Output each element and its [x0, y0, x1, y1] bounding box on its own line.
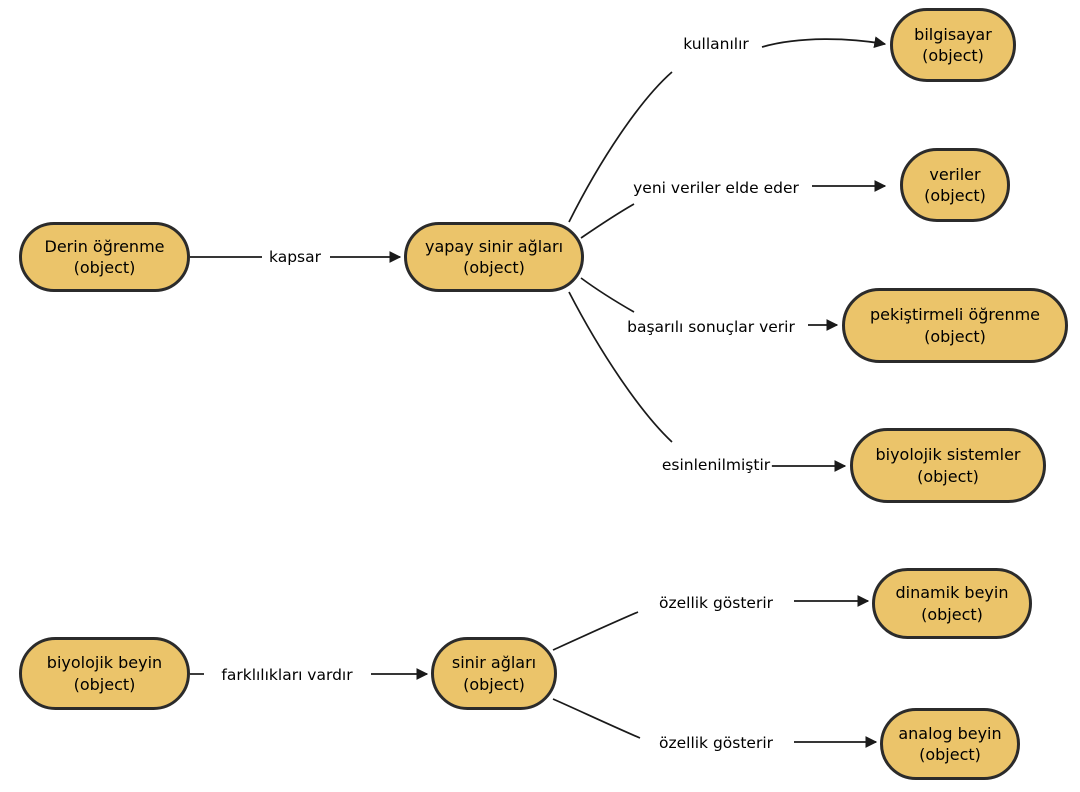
node-veriler[interactable]: veriler (object)	[900, 148, 1010, 222]
node-label: Derin öğrenme	[44, 236, 165, 256]
node-label: sinir ağları	[451, 653, 537, 673]
node-type: (object)	[73, 258, 136, 277]
node-derin-ogrenme[interactable]: Derin öğrenme (object)	[19, 222, 190, 292]
node-type: (object)	[73, 674, 136, 694]
node-sinir-aglari[interactable]: sinir ağları (object)	[431, 637, 557, 710]
node-label: analog beyin	[898, 723, 1002, 743]
node-type: (object)	[917, 466, 979, 486]
node-bilgisayar[interactable]: bilgisayar (object)	[890, 8, 1016, 82]
node-type: (object)	[924, 326, 986, 346]
edge-yeni-veriler-elde-eder	[580, 180, 887, 239]
node-analog-beyin[interactable]: analog beyin (object)	[880, 708, 1020, 780]
edge-basarili-sonuclar-verir	[580, 277, 839, 331]
edge-label-kapsar: kapsar	[267, 248, 323, 266]
edge-label-ozellik-gosterir-analog: özellik gösterir	[656, 734, 776, 752]
node-label: veriler	[929, 164, 981, 184]
edge-label-yeni-veriler-elde-eder: yeni veriler elde eder	[631, 179, 801, 197]
node-label: bilgisayar	[914, 24, 992, 44]
edge-label-farkliliklari-vardir: farklılıkları vardır	[219, 666, 355, 684]
node-label: dinamik beyin	[895, 583, 1009, 603]
node-type: (object)	[919, 745, 981, 764]
node-label: biyolojik beyin	[46, 653, 163, 673]
edge-label-basarili-sonuclar-verir: başarılı sonuçlar verir	[625, 318, 797, 336]
node-biyolojik-sistemler[interactable]: biyolojik sistemler (object)	[850, 428, 1046, 503]
node-type: (object)	[463, 258, 525, 277]
edge-ozellik-gosterir-dinamik	[552, 595, 870, 651]
node-yapay-sinir-aglari[interactable]: yapay sinir ağları (object)	[404, 222, 584, 292]
node-dinamik-beyin[interactable]: dinamik beyin (object)	[872, 568, 1032, 639]
node-label: biyolojik sistemler	[875, 445, 1021, 465]
node-biyolojik-beyin[interactable]: biyolojik beyin (object)	[19, 637, 190, 710]
edge-label-ozellik-gosterir-dinamik: özellik gösterir	[656, 594, 776, 612]
node-label: pekiştirmeli öğrenme	[869, 305, 1041, 325]
node-type: (object)	[463, 674, 525, 694]
node-pekistirmeli-ogrenme[interactable]: pekiştirmeli öğrenme (object)	[842, 288, 1068, 363]
node-type: (object)	[922, 46, 984, 65]
edge-label-kullanilir: kullanılır	[681, 35, 751, 53]
node-type: (object)	[924, 186, 986, 205]
edge-label-esinlenilmistir: esinlenilmiştir	[659, 456, 773, 474]
node-type: (object)	[921, 604, 983, 624]
node-label: yapay sinir ağları	[424, 236, 564, 256]
edge-kullanilir	[568, 36, 887, 223]
edge-ozellik-gosterir-analog	[552, 698, 878, 748]
